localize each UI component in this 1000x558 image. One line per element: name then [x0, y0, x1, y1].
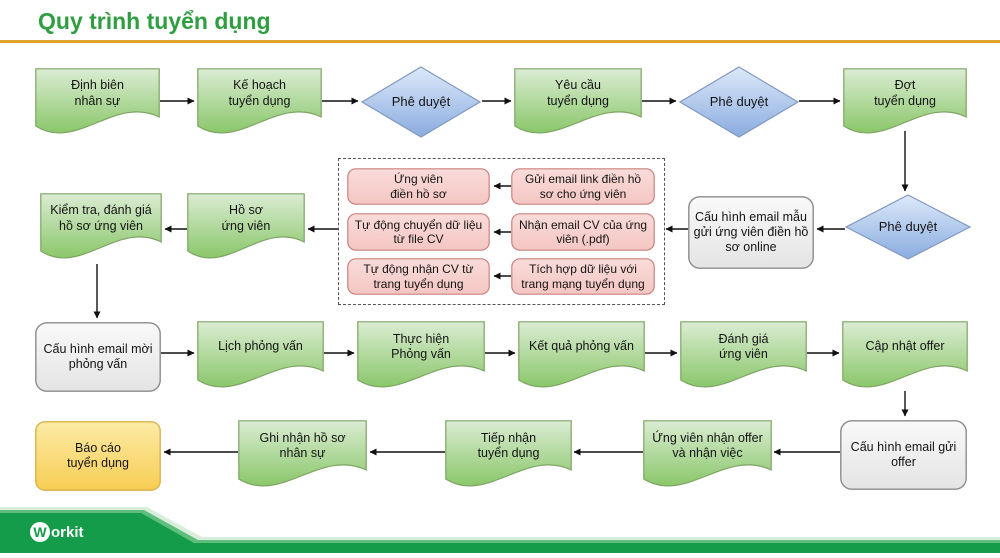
- flow-node-label-ghi-nhan-ho-so-nhan-su: Ghi nhận hồ sơ nhân sự: [259, 430, 346, 460]
- flow-node-label-ho-so-ung-vien: Hồ sơ ứng viên: [221, 203, 271, 233]
- flow-node-label-kiem-tra-danh-gia-ho-so: Kiểm tra, đánh giá hồ sơ ứng viên: [50, 203, 152, 233]
- flow-node-label-tich-hop-du-lieu: Tích hợp dữ liệu với trang mạng tuyển dụ…: [521, 262, 645, 291]
- flow-node-label-yeu-cau-tuyen-dung: Yêu cầu tuyển dụng: [547, 78, 609, 108]
- flow-node-label-cau-hinh-email-gui-offer: Cấu hình email gửi offer: [850, 439, 957, 469]
- flow-node-danh-gia-ung-vien: Đánh giá ứng viên: [680, 321, 807, 388]
- flow-node-tich-hop-du-lieu: Tích hợp dữ liệu với trang mạng tuyển dụ…: [511, 258, 655, 295]
- flow-node-label-cau-hinh-email-moi-pv: Cấu hình email mời phỏng vấn: [43, 341, 153, 371]
- flow-node-phe-duyet-3: Phê duyệt: [844, 194, 972, 260]
- flow-node-label-phe-duyet-3: Phê duyệt: [878, 219, 938, 235]
- flow-node-tu-dong-nhan-cv: Tự động nhận CV từ trang tuyển dụng: [347, 258, 490, 295]
- flow-node-label-dinh-bien-nhan-su: Định biên nhân sự: [71, 78, 124, 108]
- page-title: Quy trình tuyển dụng: [38, 8, 271, 34]
- footer: W orkit: [0, 505, 1000, 553]
- flow-node-lich-phong-van: Lịch phỏng vấn: [197, 321, 324, 388]
- flow-node-label-gui-email-link-dien-ho-so: Gửi email link điền hồ sơ cho ứng viên: [524, 172, 642, 201]
- flow-node-phe-duyet-1: Phê duyệt: [360, 66, 482, 138]
- flow-node-tiep-nhan-tuyen-dung: Tiếp nhận tuyển dụng: [445, 420, 572, 487]
- flow-node-label-tiep-nhan-tuyen-dung: Tiếp nhận tuyển dụng: [477, 430, 540, 460]
- flow-node-label-danh-gia-ung-vien: Đánh giá ứng viên: [718, 331, 769, 361]
- flow-node-ghi-nhan-ho-so-nhan-su: Ghi nhận hồ sơ nhân sự: [238, 420, 367, 487]
- flow-node-tu-dong-chuyen-du-lieu-cv: Tự động chuyển dữ liệu từ file CV: [347, 213, 490, 251]
- flow-node-label-ke-hoach-tuyen-dung: Kế hoạch tuyển dụng: [228, 78, 291, 108]
- footer-band-dark: [0, 513, 1000, 553]
- flow-node-label-tu-dong-chuyen-du-lieu-cv: Tự động chuyển dữ liệu từ file CV: [354, 217, 483, 246]
- flow-node-label-bao-cao-tuyen-dung: Báo cáo tuyển dụng: [67, 440, 129, 470]
- flow-node-cap-nhat-offer: Cập nhật offer: [842, 321, 968, 388]
- flow-node-bao-cao-tuyen-dung: Báo cáo tuyển dụng: [35, 421, 161, 491]
- footer-banner: W orkit: [0, 507, 1000, 553]
- flow-node-dinh-bien-nhan-su: Định biên nhân sự: [35, 68, 160, 134]
- flow-node-label-ung-vien-nhan-offer: Ứng viên nhận offer và nhận việc: [652, 430, 763, 460]
- flow-node-gui-email-link-dien-ho-so: Gửi email link điền hồ sơ cho ứng viên: [511, 168, 655, 205]
- flow-node-ket-qua-phong-van: Kết quả phỏng vấn: [518, 321, 645, 388]
- flow-node-label-phe-duyet-2: Phê duyệt: [709, 94, 769, 110]
- flow-node-nhan-email-cv: Nhận email CV của ứng viên (.pdf): [511, 213, 655, 251]
- flow-node-yeu-cau-tuyen-dung: Yêu cầu tuyển dụng: [514, 68, 642, 134]
- flow-node-ung-vien-nhan-offer: Ứng viên nhận offer và nhận việc: [643, 420, 772, 487]
- workit-logo-text: orkit: [51, 524, 84, 541]
- flow-node-label-ung-vien-dien-ho-so: Ứng viên điền hồ sơ: [390, 172, 447, 201]
- workit-logo-icon: [30, 522, 50, 542]
- flow-node-thuc-hien-phong-van: Thực hiện Phỏng vấn: [357, 321, 485, 388]
- flow-node-cau-hinh-email-gui-offer: Cấu hình email gửi offer: [840, 420, 967, 490]
- flow-node-phe-duyet-2: Phê duyệt: [678, 66, 800, 138]
- footer-band-mid: [0, 510, 1000, 553]
- flow-node-label-lich-phong-van: Lịch phỏng vấn: [218, 339, 303, 354]
- flow-node-label-ket-qua-phong-van: Kết quả phỏng vấn: [529, 339, 634, 354]
- flow-node-label-cau-hinh-email-mau: Cấu hình email mẫu gửi ứng viên điền hồ …: [693, 209, 809, 255]
- flow-node-ho-so-ung-vien: Hồ sơ ứng viên: [187, 193, 305, 259]
- flow-node-label-phe-duyet-1: Phê duyệt: [391, 94, 451, 110]
- title-underline: [0, 40, 1000, 43]
- flow-node-label-thuc-hien-phong-van: Thực hiện Phỏng vấn: [391, 331, 451, 361]
- candidate-sources-group: [338, 158, 665, 305]
- flow-node-ke-hoach-tuyen-dung: Kế hoạch tuyển dụng: [197, 68, 322, 134]
- flow-node-label-dot-tuyen-dung: Đợt tuyển dụng: [874, 78, 936, 108]
- flow-node-label-tu-dong-nhan-cv: Tự động nhận CV từ trang tuyển dụng: [363, 262, 474, 291]
- flow-node-kiem-tra-danh-gia-ho-so: Kiểm tra, đánh giá hồ sơ ứng viên: [40, 193, 162, 259]
- workit-logo-initial: W: [33, 524, 47, 540]
- flow-node-label-nhan-email-cv: Nhận email CV của ứng viên (.pdf): [518, 217, 648, 246]
- flow-node-label-cap-nhat-offer: Cập nhật offer: [865, 339, 945, 354]
- flow-node-cau-hinh-email-moi-pv: Cấu hình email mời phỏng vấn: [35, 322, 161, 392]
- flow-node-cau-hinh-email-mau: Cấu hình email mẫu gửi ứng viên điền hồ …: [688, 196, 814, 269]
- flow-node-ung-vien-dien-ho-so: Ứng viên điền hồ sơ: [347, 168, 490, 205]
- flow-node-dot-tuyen-dung: Đợt tuyển dụng: [843, 68, 967, 134]
